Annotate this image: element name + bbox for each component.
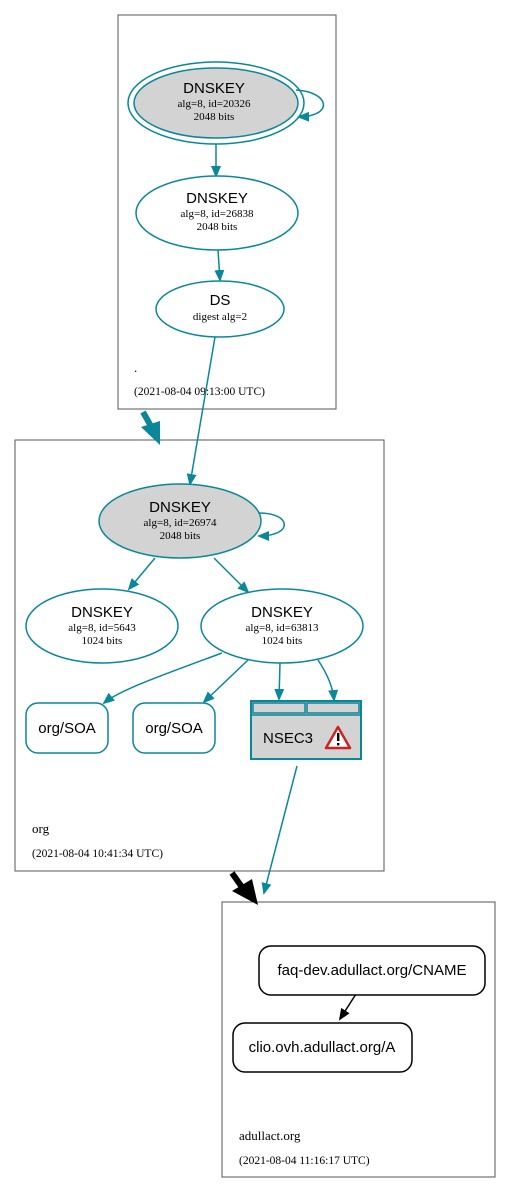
node-ds-line1: digest alg=2 [193, 311, 247, 323]
node-org-zsk2-title: DNSKEY [251, 604, 313, 621]
node-root-ksk-line1: alg=8, id=20326 [178, 98, 251, 110]
edge-org-ksk-self [256, 512, 285, 541]
node-org-zsk1-line1: alg=8, id=5643 [68, 622, 136, 634]
zone-org-name: org [32, 821, 50, 836]
node-org-zsk1-line2: 1024 bits [82, 635, 123, 647]
edge-ds-org-ksk [186, 336, 216, 486]
node-cname-label: faq-dev.adullact.org/CNAME [278, 962, 467, 979]
node-org-ksk-title: DNSKEY [149, 499, 211, 516]
warning-triangle-icon [324, 725, 352, 750]
node-root-zsk[interactable]: DNSKEY alg=8, id=26838 2048 bits [135, 175, 299, 251]
node-org-zsk2[interactable]: DNSKEY alg=8, id=63813 1024 bits [200, 588, 364, 664]
zone-root-name: . [134, 360, 137, 375]
node-org-soa-1[interactable]: org/SOA [25, 702, 109, 754]
node-org-soa-1-label: org/SOA [38, 720, 96, 737]
node-cname[interactable]: faq-dev.adullact.org/CNAME [258, 945, 486, 996]
node-a-record-label: clio.ovh.adullact.org/A [249, 1039, 396, 1056]
edge-cname-a [338, 993, 357, 1021]
node-ds[interactable]: DS digest alg=2 [155, 280, 285, 338]
zone-adullact-timestamp: (2021-08-04 11:16:17 UTC) [239, 1155, 370, 1167]
edge-zsk2-soa1 [102, 652, 223, 705]
node-nsec3[interactable]: NSEC3 [250, 700, 362, 760]
node-ds-title: DS [210, 292, 231, 309]
node-org-ksk-line2: 2048 bits [160, 530, 201, 542]
node-org-zsk1-title: DNSKEY [71, 604, 133, 621]
node-org-soa-2[interactable]: org/SOA [132, 702, 216, 754]
zone-adullact-name: adullact.org [239, 1128, 301, 1143]
node-org-zsk1[interactable]: DNSKEY alg=8, id=5643 1024 bits [25, 588, 179, 664]
edge-root-ksk-self [295, 89, 325, 122]
edge-org-ksk-zsk1 [127, 557, 156, 591]
node-org-ksk-line1: alg=8, id=26974 [144, 517, 217, 529]
edge-zsk2-nsec3-b [317, 659, 339, 702]
zone-root-timestamp: (2021-08-04 09:13:00 UTC) [134, 386, 265, 398]
node-a-record[interactable]: clio.ovh.adullact.org/A [232, 1022, 413, 1073]
node-nsec3-label: NSEC3 [263, 730, 313, 747]
node-root-ksk-title: DNSKEY [183, 80, 245, 97]
node-org-zsk2-line2: 1024 bits [262, 635, 303, 647]
node-root-ksk[interactable]: DNSKEY alg=8, id=20326 2048 bits [127, 61, 305, 145]
delegation-arrow-root-org [140, 410, 160, 445]
node-root-zsk-line2: 2048 bits [197, 221, 238, 233]
node-root-zsk-line1: alg=8, id=26838 [181, 208, 254, 220]
delegation-arrow-org-adullact [229, 871, 258, 905]
edge-org-ksk-zsk2 [213, 557, 250, 594]
node-root-ksk-line2: 2048 bits [194, 111, 235, 123]
zone-org-timestamp: (2021-08-04 10:41:34 UTC) [32, 848, 163, 860]
edge-zsk2-soa2 [202, 659, 249, 704]
node-org-ksk[interactable]: DNSKEY alg=8, id=26974 2048 bits [98, 483, 262, 559]
edge-zsk2-nsec3-a [274, 662, 285, 701]
edge-nsec3-adullact [261, 765, 298, 895]
node-org-soa-2-label: org/SOA [145, 720, 203, 737]
node-root-zsk-title: DNSKEY [186, 190, 248, 207]
node-org-zsk2-line1: alg=8, id=63813 [246, 622, 319, 634]
edge-root-zsk-ds [214, 249, 225, 282]
